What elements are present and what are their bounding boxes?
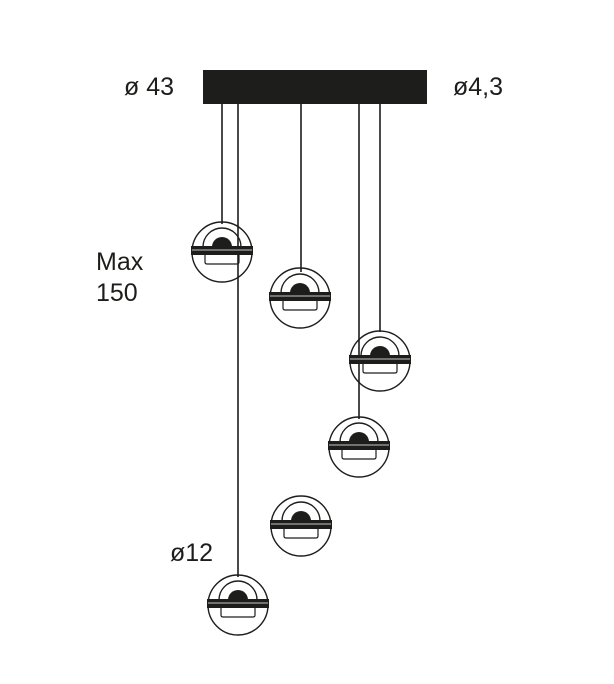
max-length-label-line2: 150 [96, 279, 138, 307]
glass-globe-pendant [269, 267, 331, 329]
canopy-diameter-label: ø 43 [124, 73, 175, 101]
glass-globe-pendant [349, 330, 411, 392]
max-length-label-line1: Max [96, 248, 144, 276]
glass-globe-pendant [191, 221, 253, 283]
cable-diameter-label: ø4,3 [453, 73, 504, 101]
glass-globe-pendant [328, 416, 390, 478]
glass-globe-pendant [270, 495, 332, 557]
glass-globe-pendant [207, 574, 269, 636]
ceiling-canopy [203, 70, 427, 104]
globe-diameter-label: ø12 [170, 539, 214, 567]
